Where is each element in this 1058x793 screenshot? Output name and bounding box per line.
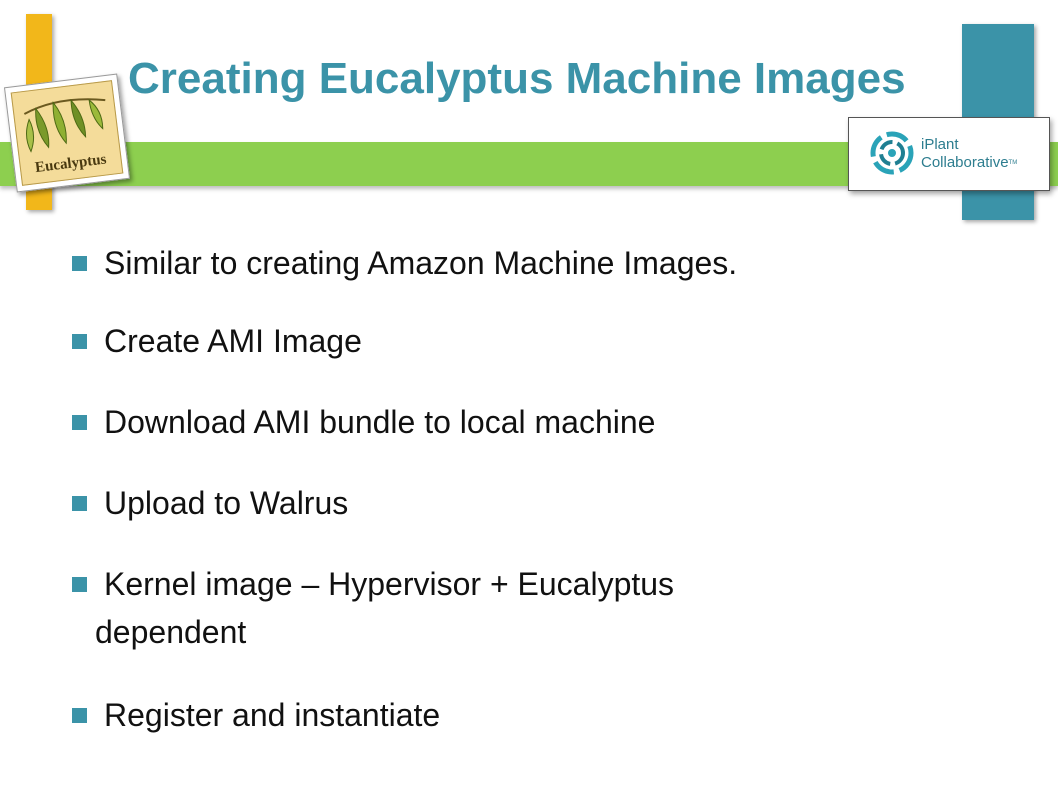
slide-title: Creating Eucalyptus Machine Images — [128, 54, 906, 103]
bullet-square-icon — [72, 415, 87, 430]
eucalyptus-logo-panel: Eucalyptus — [10, 80, 124, 186]
bullet-text: Similar to creating Amazon Machine Image… — [104, 245, 738, 281]
eucalyptus-leaves-icon — [23, 98, 106, 153]
bullet-text: Kernel image – Hypervisor + Eucalyptus — [104, 566, 675, 602]
iplant-logo: iPlant CollaborativeTM — [848, 117, 1050, 191]
bullet-item: Download AMI bundle to local machine — [72, 398, 972, 446]
bullet-text: Register and instantiate — [104, 697, 441, 733]
bullet-text: Download AMI bundle to local machine — [104, 404, 656, 440]
bullet-square-icon — [72, 334, 87, 349]
eucalyptus-logo: Eucalyptus — [3, 73, 131, 193]
bullet-item: Upload to Walrus — [72, 479, 972, 527]
iplant-name-line1: iPlant — [921, 136, 959, 153]
bullet-item: Kernel image – Hypervisor + Eucalyptus d… — [72, 560, 972, 656]
bullet-square-icon — [72, 256, 87, 271]
iplant-logo-text: iPlant CollaborativeTM — [921, 136, 1017, 172]
bullet-text: Create AMI Image — [104, 323, 362, 359]
bullet-continuation-text: dependent — [95, 614, 247, 650]
bullet-text: Upload to Walrus — [104, 485, 349, 521]
iplant-name-line2: Collaborative — [921, 154, 1009, 171]
bullet-square-icon — [72, 496, 87, 511]
bullet-square-icon — [72, 708, 87, 723]
bullet-item: Register and instantiate — [72, 691, 972, 739]
iplant-rings-icon — [870, 131, 914, 175]
bullet-item: Similar to creating Amazon Machine Image… — [72, 239, 972, 287]
bullet-item: Create AMI Image — [72, 317, 972, 365]
bullet-square-icon — [72, 577, 87, 592]
trademark-mark: TM — [1008, 160, 1018, 166]
